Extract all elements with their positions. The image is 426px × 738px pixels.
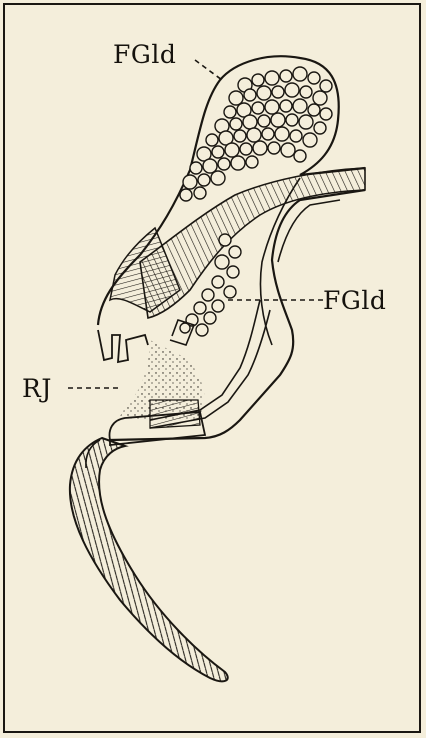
hairy-appendage	[70, 438, 228, 681]
folded-edge	[98, 330, 148, 362]
label-rj: RJ	[22, 376, 52, 401]
label-fgld-top: FGld	[113, 42, 176, 67]
label-fgld-mid: FGld	[323, 288, 386, 313]
